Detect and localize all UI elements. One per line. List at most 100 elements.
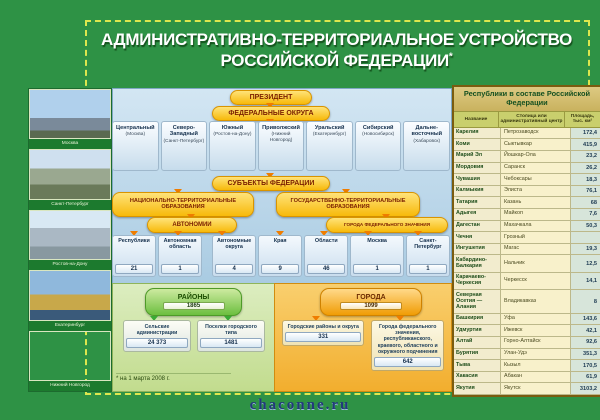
- republic-name-cell: Марий Эл: [454, 151, 501, 162]
- table-row: Дагестан Махачкала 50,3: [454, 220, 600, 233]
- connector-arrow: [174, 189, 182, 194]
- connector-arrow: [224, 316, 232, 321]
- raiony-child-box: Сельские администрации 24 373: [123, 320, 191, 353]
- connector-arrow: [320, 231, 328, 236]
- state-territorial-banner: ГОСУДАРСТВЕННО-ТЕРРИТОРИАЛЬНЫЕ ОБРАЗОВАН…: [276, 192, 420, 217]
- republic-name-cell: Дагестан: [454, 220, 501, 232]
- federal-cities-banner: ГОРОДА ФЕДЕРАЛЬНОГО ЗНАЧЕНИЯ: [326, 217, 448, 233]
- goroda-child-name: Города федерального значения, республика…: [377, 324, 438, 355]
- table-row: Коми Сыктывкар 415,9: [454, 139, 600, 151]
- raiony-child-count: 24 373: [126, 338, 188, 349]
- table-row: Татария Казань 68: [454, 197, 600, 210]
- subject-type-count: 1: [161, 264, 200, 274]
- republic-capital-cell: Петрозаводск: [501, 127, 571, 139]
- city-card: Москва: [29, 89, 111, 150]
- city-card: Ростов-на-Дону: [29, 209, 111, 271]
- watermark-text: chaconne.ru: [249, 397, 351, 413]
- district-box: Сибирский (Новосибирск): [354, 121, 402, 171]
- republic-area-cell: 76,1: [571, 185, 600, 197]
- goroda-child-count: 331: [285, 332, 362, 343]
- republics-table-title: Республики в составе Российской Федераци…: [454, 87, 600, 111]
- raiony-label: РАЙОНЫ: [177, 294, 210, 301]
- national-territorial-banner: НАЦИОНАЛЬНО-ТЕРРИТОРИАЛЬНЫЕ ОБРАЗОВАНИЯ: [112, 192, 254, 217]
- subject-type-count: 1: [408, 264, 447, 274]
- republic-capital-cell: Нальчик: [501, 255, 571, 272]
- district-name: Приволжский: [262, 125, 300, 131]
- table-row: Удмуртия Ижевск 42,1: [454, 325, 600, 338]
- republic-area-cell: 3103,2: [571, 383, 600, 395]
- subject-type-name: Автономная область: [163, 238, 197, 251]
- subject-type-count: 21: [115, 264, 154, 274]
- republic-name-cell: Тыва: [454, 360, 501, 371]
- table-row: Калмыкия Элиста 76,1: [454, 185, 600, 198]
- republic-name-cell: Северная Осетия — Алания: [454, 290, 501, 313]
- district-admin-center: (Санкт-Петербург): [163, 138, 205, 144]
- city-photo-label: Нижний Новгород: [29, 381, 111, 392]
- republic-area-cell: 19,3: [571, 243, 600, 255]
- subject-type-count: 9: [261, 264, 300, 274]
- republic-area-cell: 143,6: [571, 313, 600, 325]
- subject-type-box: Республики 21: [112, 235, 157, 277]
- republic-area-cell: 170,5: [571, 360, 600, 371]
- republic-area-cell: 12,5: [571, 255, 600, 272]
- republic-area-cell: [571, 232, 600, 243]
- connector-arrow: [174, 231, 182, 236]
- connector-arrow: [312, 316, 320, 321]
- city-photo: [29, 270, 111, 321]
- district-box: Уральский (Екатеринбург): [306, 121, 353, 171]
- subject-type-box: Автономная область 1: [158, 235, 203, 277]
- republic-name-cell: Калмыкия: [454, 185, 501, 197]
- subject-type-boxes: Республики 21 Автономная область 1 Автон…: [112, 235, 450, 277]
- table-row: Хакасия Абакан 61,9: [454, 371, 600, 384]
- city-photo-label: Санкт-Петербург: [29, 199, 111, 210]
- goroda-child-count: 642: [374, 357, 441, 368]
- republic-name-cell: Татария: [454, 197, 501, 209]
- republic-name-cell: Чечня: [454, 232, 501, 243]
- republic-area-cell: 172,4: [571, 127, 600, 139]
- city-photo-label: Екатеринбург: [29, 320, 111, 331]
- district-name: Южный: [221, 125, 244, 131]
- subject-type-count: 1: [353, 264, 401, 274]
- republic-capital-cell: Абакан: [501, 371, 571, 383]
- republic-name-cell: Хакасия: [454, 371, 501, 383]
- subject-type-box: Москва 1: [350, 235, 404, 277]
- republic-area-cell: 50,3: [571, 220, 600, 232]
- connector-arrow: [276, 231, 284, 236]
- republic-name-cell: Ингушетия: [454, 243, 501, 255]
- republic-area-cell: 23,2: [571, 151, 600, 162]
- republic-capital-cell: Горно-Алтайск: [501, 337, 571, 348]
- republic-name-cell: Кабардино-Балкария: [454, 255, 501, 272]
- poster-title: АДМИНИСТРАТИВНО-ТЕРРИТОРИАЛЬНОЕ УСТРОЙСТ…: [85, 29, 588, 72]
- district-admin-center: (Москва): [125, 132, 146, 138]
- republic-capital-cell: Владикавказ: [501, 290, 571, 313]
- republic-name-cell: Якутия: [454, 383, 501, 395]
- republics-table: Республики в составе Российской Федераци…: [452, 85, 600, 397]
- footnote-asterisk: *: [448, 51, 453, 63]
- subject-type-name: Москва: [367, 238, 387, 244]
- connector-arrow: [218, 231, 226, 236]
- republic-name-cell: Удмуртия: [454, 325, 501, 337]
- republic-name-cell: Адыгея: [454, 209, 501, 220]
- district-box: Северо-Западный (Санкт-Петербург): [160, 121, 208, 171]
- republic-capital-cell: Сыктывкар: [501, 139, 571, 150]
- republic-capital-cell: Якутск: [501, 383, 571, 395]
- republic-area-cell: 351,3: [571, 348, 600, 360]
- republic-name-cell: Алтай: [454, 337, 501, 348]
- subject-type-name: Санкт-Петербург: [414, 238, 442, 251]
- republic-area-cell: 415,9: [571, 139, 600, 150]
- district-name: Уральский: [314, 125, 345, 131]
- city-card: Санкт-Петербург: [29, 149, 111, 210]
- city-photo: [29, 209, 111, 261]
- connector-arrow: [382, 214, 390, 219]
- republic-capital-cell: Махачкала: [501, 220, 571, 232]
- subject-type-name: Области: [314, 238, 338, 244]
- date-footnote: * на 1 марта 2008 г.: [116, 373, 231, 382]
- table-row: Якутия Якутск 3103,2: [454, 383, 600, 396]
- table-row: Кабардино-Балкария Нальчик 12,5: [454, 255, 600, 273]
- republic-name-cell: Бурятия: [454, 348, 501, 360]
- district-admin-center: (Ростов-на-Дону): [213, 132, 252, 138]
- city-photo: [29, 89, 111, 140]
- republic-capital-cell: Майкоп: [501, 209, 571, 220]
- raiony-banner: РАЙОНЫ 1865: [145, 288, 242, 316]
- subject-type-name: Республики: [118, 238, 150, 244]
